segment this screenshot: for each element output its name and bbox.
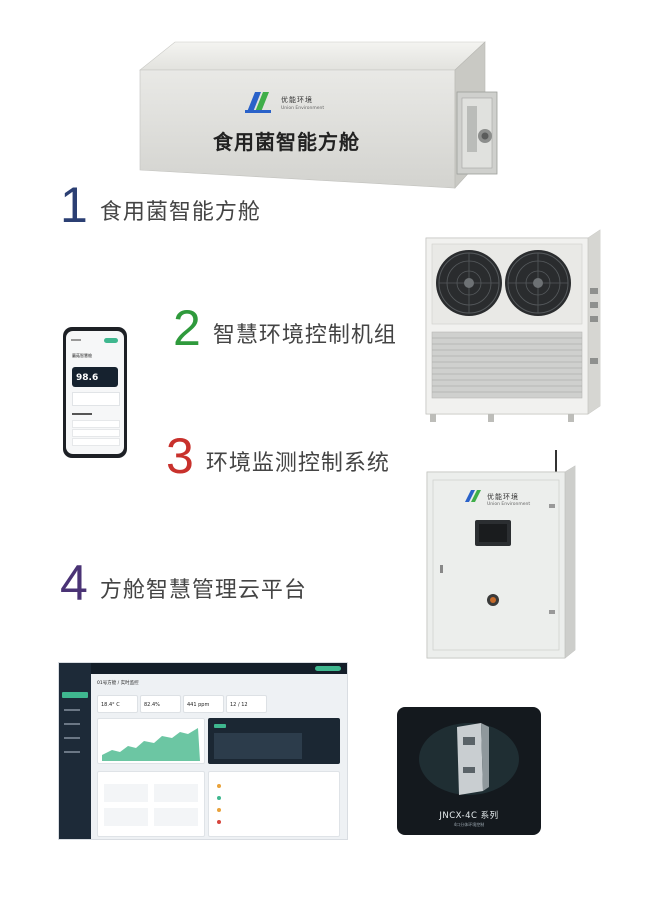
item-2-heading: 2 智慧环境控制机组 (173, 303, 397, 353)
jncx-product-subtitle: 4口分体环境控制 (453, 822, 485, 827)
control-cabinet-image: 优能环境 Union Environment (415, 450, 585, 665)
fan-left-icon (436, 250, 502, 316)
alarm-dot-icon (217, 820, 221, 824)
environment-control-unit-image (418, 228, 606, 428)
item-2-label: 智慧环境控制机组 (212, 323, 397, 348)
brand-name: 优能环境 (281, 96, 313, 104)
camera-feed (214, 733, 302, 759)
dashboard-status-badge (315, 666, 341, 671)
item-4-label: 方舱智慧管理云平台 (99, 578, 307, 603)
list-item[interactable] (72, 429, 120, 437)
phone-screen: 蘑菇智慧舱 98.6 (66, 331, 124, 454)
sensor-card (104, 808, 148, 826)
dashboard-title: 01号方舱 / 实时监控 (97, 681, 139, 686)
sidebar-item[interactable] (64, 723, 80, 725)
item-1-label: 食用菌智能方舱 (99, 200, 261, 225)
alarm-panel (208, 771, 340, 837)
jncx-product-card: JNCX-4C 系列 4口分体环境控制 (397, 707, 541, 835)
alarm-dot-icon (217, 808, 221, 812)
phone-title: 蘑菇智慧舱 (72, 353, 92, 358)
phone-value: 98.6 (76, 373, 99, 383)
mobile-app-screenshot: 蘑菇智慧舱 98.6 (63, 327, 127, 458)
cloud-dashboard-screenshot: 01号方舱 / 实时监控 18.4° C 82.4% 441 ppm 12 / … (58, 662, 348, 840)
list-item[interactable] (72, 420, 120, 428)
brand-logo (245, 92, 271, 113)
sensor-card (104, 784, 148, 802)
jncx-product-name: JNCX-4C 系列 (439, 811, 499, 821)
alarm-dot-icon (217, 796, 221, 800)
phone-status-badge (104, 338, 118, 343)
fan-right-icon (505, 250, 571, 316)
item-2-number: 2 (173, 300, 201, 356)
item-3-label: 环境监测控制系统 (205, 451, 390, 476)
item-4-number: 4 (60, 555, 88, 611)
sidebar-item[interactable] (64, 709, 80, 711)
kpi-card-devices: 12 / 12 (226, 695, 267, 713)
cabin-label: 食用菌智能方舱 (213, 130, 360, 154)
dashboard-top-bar (59, 663, 347, 674)
sensor-card (154, 784, 198, 802)
item-1-number: 1 (60, 177, 88, 233)
item-4-heading: 4 方舱智慧管理云平台 (60, 558, 307, 608)
sidebar-item-active[interactable] (62, 692, 88, 698)
camera-panel (208, 718, 340, 764)
list-item[interactable] (72, 438, 120, 446)
brand-subtitle: Union Environment (281, 106, 325, 111)
camera-live-badge (214, 724, 226, 728)
trend-area-chart (102, 728, 200, 761)
sensor-card (154, 808, 198, 826)
kpi-card-temperature: 18.4° C (97, 695, 138, 713)
cabinet-brand-subtitle: Union Environment (487, 502, 531, 507)
dashboard-sidebar (59, 663, 91, 839)
phone-stats-row (72, 392, 120, 406)
kpi-card-co2: 441 ppm (183, 695, 224, 713)
cabinet-brand-name: 优能环境 (487, 493, 519, 501)
item-1-heading: 1 食用菌智能方舱 (60, 180, 261, 230)
sidebar-item[interactable] (64, 737, 80, 739)
jncx-device-illustration (419, 723, 519, 795)
phone-section-title (72, 413, 92, 415)
alarm-dot-icon (217, 784, 221, 788)
trend-chart-panel (97, 718, 205, 764)
cabin-illustration (139, 41, 498, 189)
sidebar-item[interactable] (64, 751, 80, 753)
phone-value-card: 98.6 (72, 367, 118, 387)
item-3-heading: 3 环境监测控制系统 (166, 431, 390, 481)
sensor-panel (97, 771, 205, 837)
mushroom-cabin-image: 优能环境 Union Environment 食用菌智能方舱 (135, 40, 505, 190)
item-3-number: 3 (166, 428, 194, 484)
kpi-card-humidity: 82.4% (140, 695, 181, 713)
phone-status-bar (71, 339, 81, 341)
